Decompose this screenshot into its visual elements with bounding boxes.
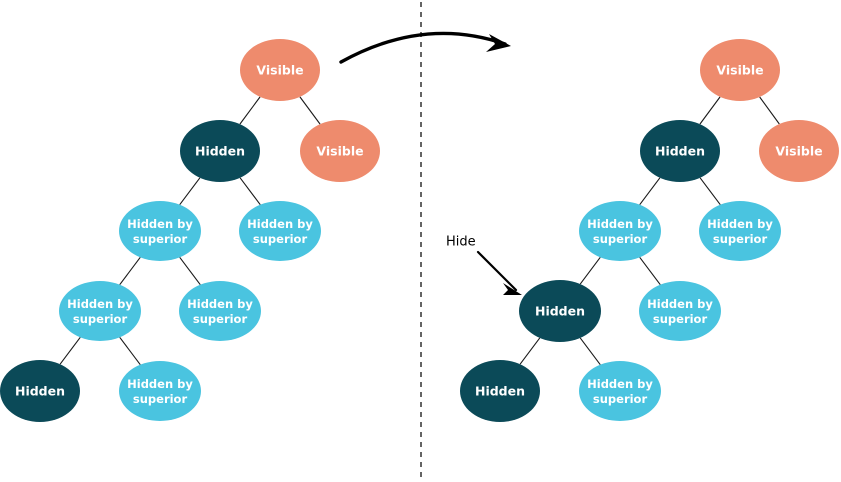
node-shape xyxy=(519,280,601,342)
tree-edge xyxy=(579,337,601,366)
node-shape xyxy=(699,201,781,261)
node-shape xyxy=(300,120,380,182)
node-shape xyxy=(640,120,720,182)
transition-arrow-icon xyxy=(339,31,507,64)
node-shape xyxy=(700,39,780,101)
node-shape xyxy=(59,281,141,341)
node-shape xyxy=(119,201,201,261)
tree-node-hidden[interactable]: Hidden xyxy=(0,360,80,422)
tree-edge xyxy=(239,96,261,125)
node-shape xyxy=(240,39,320,101)
before-tree-edges xyxy=(59,96,321,366)
tree-edge xyxy=(239,177,261,206)
tree-edge xyxy=(179,256,201,286)
after-tree-edges xyxy=(519,96,780,366)
tree-edge xyxy=(639,177,661,206)
node-shape xyxy=(0,360,80,422)
tree-edge xyxy=(119,336,141,366)
node-shape xyxy=(639,281,721,341)
node-shape xyxy=(239,201,321,261)
tree-node-visible[interactable]: Visible xyxy=(240,39,320,101)
tree-edge xyxy=(179,177,201,206)
tree-edge xyxy=(59,336,81,365)
tree-edge xyxy=(759,96,780,125)
tree-edge xyxy=(639,256,661,286)
node-shape xyxy=(759,120,839,182)
tree-node-visible[interactable]: Visible xyxy=(300,120,380,182)
node-shape xyxy=(180,120,260,182)
tree-node-visible[interactable]: Visible xyxy=(700,39,780,101)
hide-annotation-label: Hide xyxy=(446,235,476,250)
tree-node-hidden[interactable]: Hidden xyxy=(640,120,720,182)
node-shape xyxy=(179,281,261,341)
tree-node-hidden[interactable]: Hidden xyxy=(460,360,540,422)
tree-edge xyxy=(519,337,541,365)
hide-arrow-head-icon xyxy=(503,283,522,295)
tree-edge xyxy=(699,177,721,206)
tree-node-visible[interactable]: Visible xyxy=(759,120,839,182)
node-shape xyxy=(579,201,661,261)
node-shape xyxy=(579,361,661,421)
node-shape xyxy=(119,361,201,421)
transition-arrow-head-icon xyxy=(486,34,511,52)
tree-node-hidden[interactable]: Hidden xyxy=(180,120,260,182)
tree-edge xyxy=(299,96,321,125)
tree-edge xyxy=(579,256,601,285)
node-shape xyxy=(460,360,540,422)
tree-edge xyxy=(119,256,141,286)
tree-edge xyxy=(699,96,721,125)
hide-arrow-icon xyxy=(476,250,518,292)
tree-node-hidden[interactable]: Hidden xyxy=(519,280,601,342)
